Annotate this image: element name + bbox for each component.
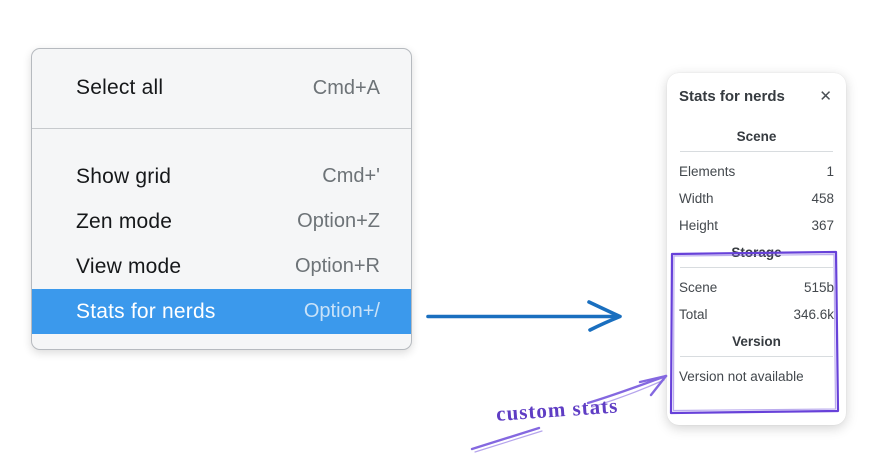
annotation-label: custom stats [495, 393, 619, 426]
section-heading-storage: Storage [731, 245, 782, 260]
stat-row-scene-size: Scene 515b [679, 280, 834, 295]
menu-item-show-grid[interactable]: Show grid Cmd+' [32, 154, 411, 199]
section-divider [680, 267, 833, 268]
stats-panel: Stats for nerds ✕ Scene Elements 1 Width… [667, 73, 846, 425]
version-note: Version not available [679, 369, 804, 384]
menu-item-shortcut: Cmd+A [312, 76, 380, 99]
section-divider [680, 151, 833, 152]
menu-item-shortcut: Option+Z [297, 210, 380, 232]
stat-label: Elements [679, 164, 736, 179]
stats-panel-header: Stats for nerds ✕ [679, 85, 834, 107]
menu-item-shortcut: Option+R [294, 255, 380, 277]
stat-row-width: Width 458 [679, 191, 834, 206]
section-heading-scene: Scene [736, 129, 777, 144]
stat-label: Scene [679, 280, 718, 295]
menu-item-stats-for-nerds[interactable]: Stats for nerds Option+/ [32, 289, 411, 334]
stat-row-elements: Elements 1 [679, 164, 834, 179]
stat-row-height: Height 367 [679, 218, 834, 233]
menu-item-label: Zen mode [76, 209, 173, 233]
menu-item-shortcut: Cmd+' [322, 165, 380, 187]
stat-label: Width [679, 191, 714, 206]
menu-item-select-all[interactable]: Select all Cmd+A [32, 61, 411, 115]
menu-separator [32, 128, 411, 129]
menu-item-shortcut: Option+/ [303, 300, 380, 322]
stat-value: 346.6k [793, 307, 834, 322]
menu-item-label: Stats for nerds [76, 299, 216, 323]
menu-item-label: Select all [76, 76, 164, 99]
context-menu: Select all Cmd+A Show grid Cmd+' Zen mod… [31, 48, 412, 350]
menu-item-label: View mode [76, 254, 182, 278]
stat-label: Height [679, 218, 719, 233]
stat-value: 367 [811, 218, 834, 233]
menu-item-zen-mode[interactable]: Zen mode Option+Z [32, 199, 411, 244]
stat-value: 458 [811, 191, 834, 206]
stat-value: 515b [803, 280, 834, 295]
section-heading-version: Version [732, 334, 781, 349]
pointer-arrow [426, 300, 622, 332]
annotation-swoosh [470, 426, 543, 453]
stats-panel-title: Stats for nerds [679, 87, 785, 105]
close-icon[interactable]: ✕ [819, 87, 832, 105]
menu-item-view-mode[interactable]: View mode Option+R [32, 244, 411, 289]
section-divider [680, 356, 833, 357]
stat-row-total-size: Total 346.6k [679, 307, 834, 322]
menu-item-label: Show grid [76, 164, 172, 188]
stat-label: Total [679, 307, 708, 322]
stat-value: 1 [826, 164, 834, 179]
